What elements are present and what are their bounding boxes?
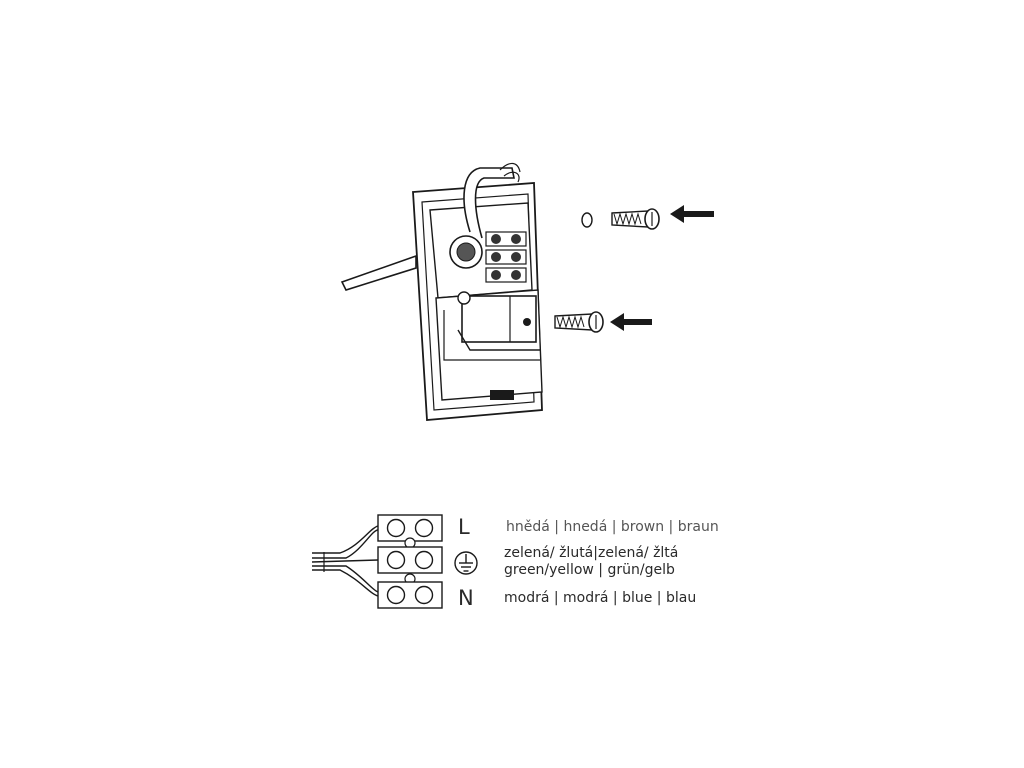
terminal-earth: [377, 546, 443, 574]
terminal-neutral: [377, 581, 443, 609]
device-terminal-block: [485, 231, 527, 283]
washer: [581, 212, 593, 228]
earth-wire-label-line2: green/yellow | grün/gelb: [504, 562, 675, 578]
cable-loop: [463, 167, 515, 239]
neutral-wire-label: modrá | modrá | blue | blau: [504, 590, 697, 606]
neutral-symbol: N: [458, 586, 474, 610]
live-wire-label: hnědá | hnedá | brown | braun: [506, 519, 719, 535]
supply-cable: [340, 254, 417, 291]
arrow-lower: [610, 313, 652, 331]
arrow-top: [670, 205, 714, 223]
brand-badge: [490, 390, 514, 400]
earth-ground-icon: [454, 551, 478, 575]
lower-screw: [554, 311, 604, 333]
switch-module: [461, 295, 537, 343]
earth-wire-label-line1: zelená/ žlutá|zelená/ žltá: [504, 545, 679, 561]
top-screw: [611, 208, 660, 230]
terminal-live: [377, 514, 443, 542]
live-symbol: L: [458, 515, 470, 539]
connector-wires: [311, 525, 379, 597]
